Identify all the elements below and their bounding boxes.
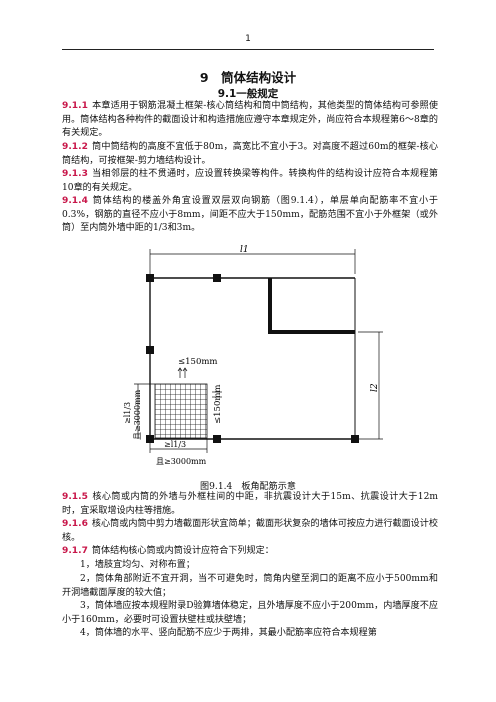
clause-number: 9.1.3 (62, 169, 88, 179)
column (146, 274, 154, 282)
chapter-title: 9 筒体结构设计 (199, 70, 297, 85)
list-item: 3，筒体墙应按本规程附录D验算墙体稳定，且外墙厚度不应小于200mm，内墙厚度不… (62, 601, 438, 625)
figure-caption: 图9.1.4 板角配筋示意 (200, 482, 296, 492)
list-item: 4，筒体墙的水平、竖向配筋不应少于两排，其最小配筋率应符合本规程第 (80, 628, 377, 638)
clause-number: 9.1.2 (62, 142, 88, 152)
clause-text: 当相邻层的柱不贯通时，应设置转换梁等构件。转换构件的结构设计应符合本规程第10章… (62, 169, 438, 193)
section-title: 9.1一般规定 (217, 88, 279, 100)
column (213, 435, 221, 443)
clause-number: 9.1.4 (62, 196, 88, 206)
clause-text: 核心筒或内筒中剪力墙截面形状宜简单；截面形状复杂的墙体可按应力进行截面设计校核。 (62, 519, 438, 543)
range-bottom-line2: 且≥3000mm (156, 457, 207, 466)
clause-number: 9.1.1 (62, 101, 88, 111)
clause-text: 核心筒或内筒的外墙与外框柱间的中距，非抗震设计大于15m、抗震设计大于12m时，… (62, 492, 438, 516)
spacing-label-h: ≤150mm (178, 357, 217, 367)
slab-corner-reinforcement-figure: l1 ≤150mm ≤150mm ≥l1/3 且≥3000mm ≥l1/3 且≥… (123, 245, 383, 466)
clause-text: 筒体结构核心筒或内筒设计应符合下列规定： (91, 546, 274, 556)
range-left-line2: 且≥3000mm (133, 389, 142, 440)
label-l2: l2 (370, 383, 380, 392)
clause-text: 筒中筒结构的高度不宜低于80m，高宽比不宜小于3。对高度不超过60m的框架-核心… (62, 142, 438, 166)
column (213, 274, 221, 282)
clause-text: 筒体结构的楼盖外角宜设置双层双向钢筋（图9.1.4），单层单向配筋率不宜小于0.… (62, 196, 438, 234)
label-l1: l1 (240, 245, 249, 255)
range-bottom-line1: ≥l1/3 (164, 440, 186, 449)
clause-number: 9.1.7 (62, 546, 88, 556)
column (146, 346, 154, 354)
clause-text: 本章适用于钢筋混凝土框架-核心筒结构和筒中筒结构，其他类型的筒体结构可参照使用。… (62, 101, 438, 139)
core-wall (268, 278, 355, 334)
spacing-label-v: ≤150mm (213, 385, 223, 424)
column (351, 435, 359, 443)
list-item: 1，墙肢宜均匀、对称布置； (80, 560, 195, 570)
list-item: 2，筒体角部附近不宜开洞，当不可避免时，筒角内壁至洞口的距离不应小于500mm和… (62, 574, 438, 598)
range-left-line1: ≥l1/3 (123, 402, 132, 424)
page-number: 1 (245, 34, 251, 44)
arrowheads (177, 367, 188, 372)
clause-number: 9.1.5 (62, 492, 88, 502)
reinforcement-mesh (154, 383, 208, 439)
header-rule (62, 49, 434, 50)
clause-number: 9.1.6 (62, 519, 88, 529)
